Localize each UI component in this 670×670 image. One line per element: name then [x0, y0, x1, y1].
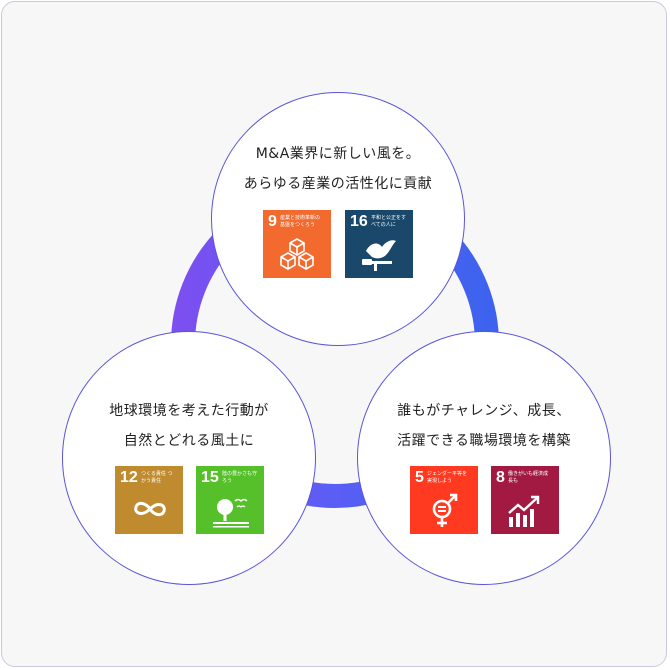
circle-environment-line1: 地球環境を考えた行動が	[109, 403, 269, 419]
circle-environment-line2: 自然とどれる風土に	[123, 433, 255, 449]
sdg-12-number: 12	[120, 469, 138, 486]
circle-ma-industry: M&A業界に新しい風を。 あらゆる産業の活性化に貢献 9 産業と技術革新の基盤を…	[211, 92, 465, 346]
sdg-5-tile: 5 ジェンダー平等を実現しよう	[410, 466, 478, 534]
sdg-16-label: 平和と公正をすべての人に	[371, 215, 407, 228]
sdg-16-tile: 16 平和と公正をすべての人に	[345, 210, 413, 278]
tree-birds-icon	[213, 498, 249, 528]
circle-workplace-line2: 活躍できる職場環境を構築	[397, 433, 571, 449]
sdg-9-label: 産業と技術革新の基盤をつくろう	[280, 215, 321, 228]
sdg-15-label: 陸の豊かさも守ろう	[222, 471, 258, 484]
peace-dove-icon	[362, 240, 396, 271]
sdg-5-label: ジェンダー平等を実現しよう	[427, 471, 468, 484]
industry-cubes-icon	[280, 238, 314, 270]
sdg-8-tile: 8 働きがいも経済成長も	[491, 466, 559, 534]
growth-chart-icon	[508, 495, 540, 527]
circle-workplace: 誰もがチャレンジ、成長、 活躍できる職場環境を構築 5 ジェンダー平等を実現しよ…	[357, 331, 611, 585]
circle-environment: 地球環境を考えた行動が 自然とどれる風土に 12 つくる責任 つかう責任 15 …	[62, 331, 316, 585]
sdg-16-number: 16	[350, 213, 368, 230]
circle-workplace-line1: 誰もがチャレンジ、成長、	[397, 403, 571, 419]
circle-ma-industry-line2: あらゆる産業の活性化に貢献	[243, 176, 433, 192]
circle-ma-industry-text: M&A業界に新しい風を。 あらゆる産業の活性化に貢献	[212, 139, 464, 199]
sdg-9-number: 9	[268, 213, 277, 230]
infinity-icon	[134, 501, 166, 517]
circle-workplace-text: 誰もがチャレンジ、成長、 活躍できる職場環境を構築	[358, 396, 610, 456]
sdg-15-tile: 15 陸の豊かさも守ろう	[196, 466, 264, 534]
circle-ma-industry-line1: M&A業界に新しい風を。	[255, 146, 421, 162]
gender-equality-icon	[432, 493, 458, 527]
sdg-12-label: つくる責任 つかう責任	[141, 471, 173, 484]
circle-environment-text: 地球環境を考えた行動が 自然とどれる風土に	[63, 396, 315, 456]
sdg-9-tile: 9 産業と技術革新の基盤をつくろう	[263, 210, 331, 278]
sdg-5-number: 5	[415, 469, 424, 486]
sdg-15-number: 15	[201, 469, 219, 486]
sdg-12-tile: 12 つくる責任 つかう責任	[115, 466, 183, 534]
sdg-8-label: 働きがいも経済成長も	[508, 471, 549, 484]
sdg-8-number: 8	[496, 469, 505, 486]
